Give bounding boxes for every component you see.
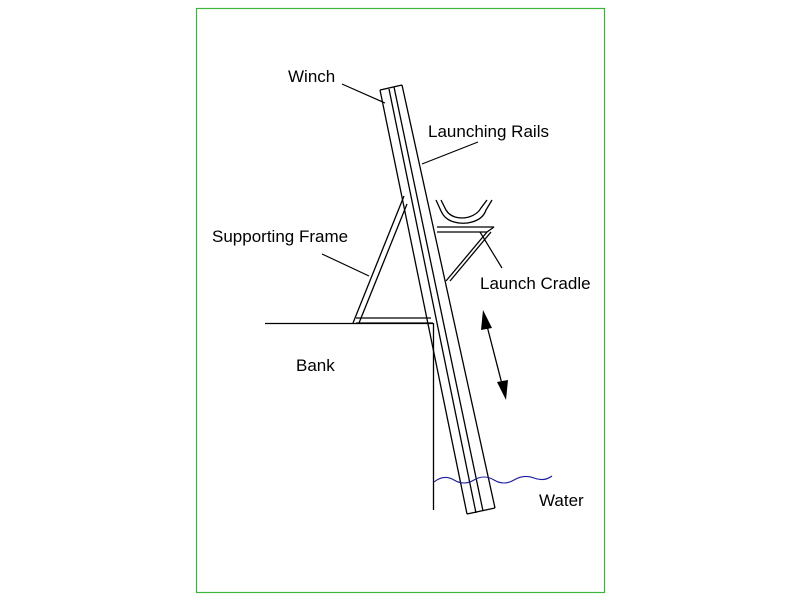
label-launch-cradle: Launch Cradle <box>480 274 591 293</box>
label-bank: Bank <box>296 356 335 375</box>
label-launching-rails: Launching Rails <box>428 122 549 141</box>
label-water: Water <box>539 491 584 510</box>
launching-rails <box>379 84 496 515</box>
launch-cradle <box>435 199 495 282</box>
figure-border <box>195 7 606 594</box>
water-surface <box>433 475 553 484</box>
supporting-frame <box>352 195 433 324</box>
label-supporting-frame: Supporting Frame <box>212 227 348 246</box>
motion-arrow-icon <box>481 310 508 400</box>
bank-ground <box>265 322 435 510</box>
label-winch: Winch <box>288 67 335 86</box>
leader-lines <box>321 83 503 277</box>
